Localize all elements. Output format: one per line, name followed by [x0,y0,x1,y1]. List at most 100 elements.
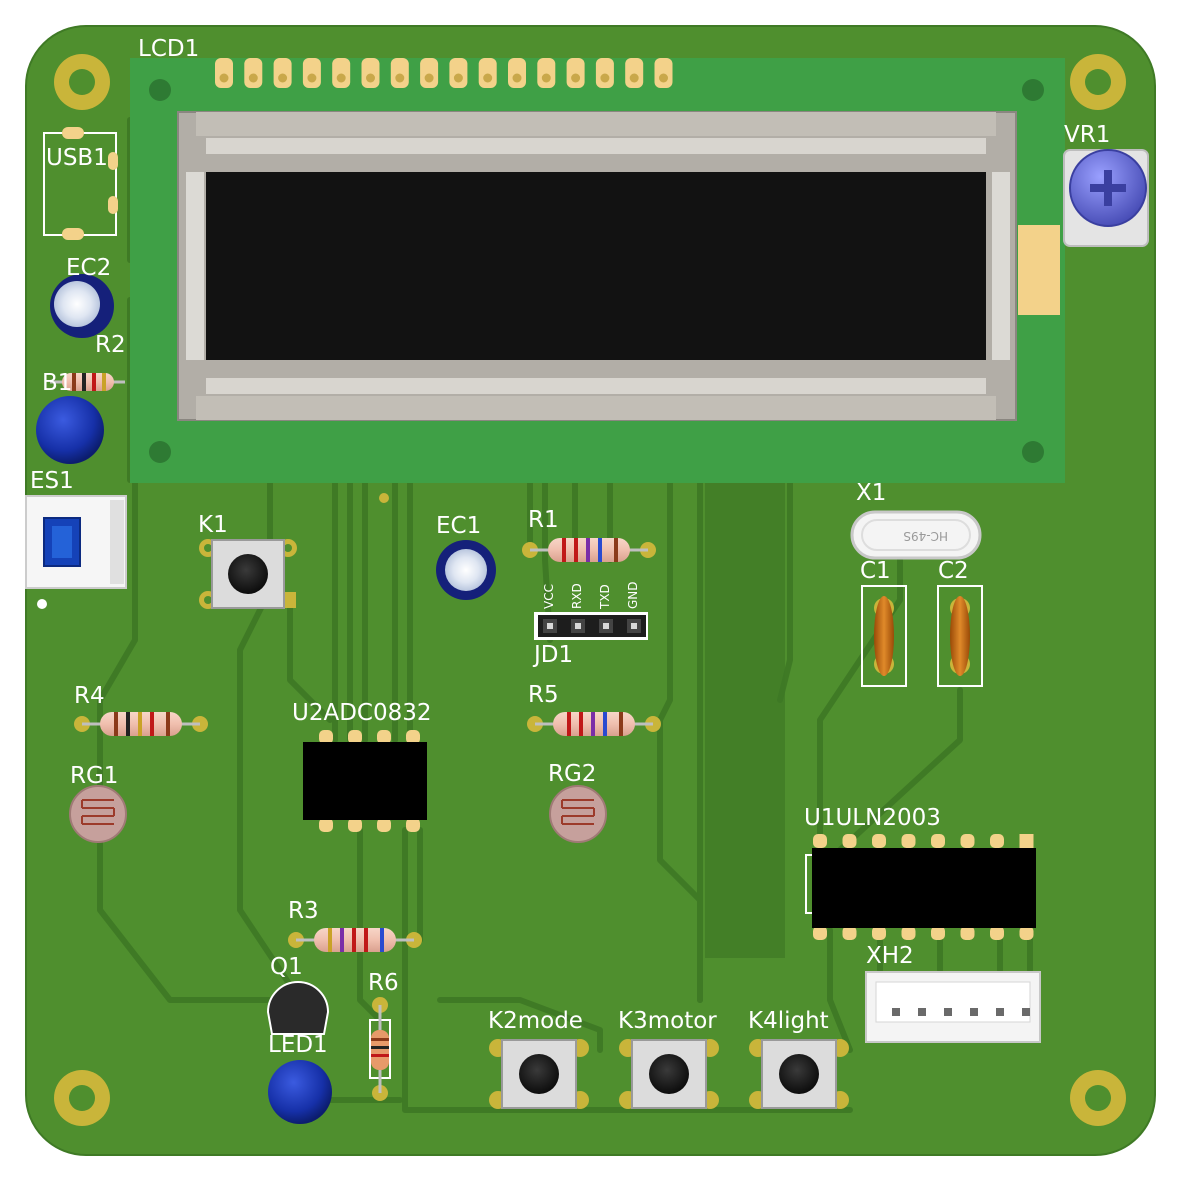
button-k3-motor[interactable]: K3motor [618,1008,719,1109]
header-jd1: VCC RXD TXD GND JD1 [532,581,648,668]
ec2-label: EC2 [66,255,111,281]
resistor-r6: R6 [368,970,399,1101]
u1-pin [931,834,945,848]
lcd-pin [537,58,556,88]
ec1-label: EC1 [436,513,481,539]
u1-pin [1019,926,1034,940]
capacitor-c2: C2 [937,558,983,687]
r4-label: R4 [74,683,105,709]
ic-u2-adc0832: U2ADC0832 [292,700,432,832]
resistor-r1: R1 [522,507,656,562]
k3-label: K3motor [618,1008,717,1034]
potentiometer-vr1: VR1 [1063,122,1149,247]
lcd-pin [215,58,233,88]
lcd-pin [244,58,263,88]
mounting-hole-top-right [1070,54,1126,110]
capacitor-ec2: EC2 [50,255,114,338]
transistor-q1: Q1 [266,954,330,1035]
u1-pin [1019,834,1034,848]
jd1-pin-vcc: VCC [542,584,556,609]
connector-xh2: XH2 [865,943,1041,1043]
crystal-marking: HC-49S [903,529,948,543]
usb-label: USB1 [46,145,108,171]
k1-label: K1 [198,512,228,538]
c1-label: C1 [860,558,891,584]
mounting-holes [54,54,1126,1126]
resistor-r2: R2 B1 [42,332,126,396]
button-k2-mode[interactable]: K2mode [488,1008,589,1109]
u1-pin [901,834,916,848]
photoresistor-rg1: RG1 [69,763,127,843]
u1-pin [813,834,827,848]
u2-pin [406,818,420,832]
rg2-label: RG2 [548,761,596,787]
usb-connector: USB1 [43,127,118,240]
c2-label: C2 [938,558,969,584]
lcd-pin [361,58,380,88]
r1-label: R1 [528,507,559,533]
q1-label: Q1 [270,954,303,980]
vr1-label: VR1 [1064,122,1110,148]
lcd-pin [595,58,614,88]
u1-pin [842,834,857,848]
u1-pin [960,926,975,940]
lcd-module: LCD1 [130,36,1065,483]
u2-pin [348,818,362,832]
u2-pin [377,818,391,832]
u2-pin [348,730,362,744]
jd1-pin-gnd: GND [626,581,640,609]
u1-pin [842,926,857,940]
ic-u1-uln2003: U1ULN2003 [804,805,1036,940]
u2-pin [406,730,420,744]
button-k4-light[interactable]: K4light [748,1008,849,1109]
lcd-header-pins [215,58,673,88]
u1-pin [813,926,827,940]
xh2-pin [996,1008,1004,1016]
r5-label: R5 [528,682,559,708]
lcd-pin [390,58,409,88]
x1-label: X1 [856,480,886,506]
mounting-hole-bottom-right [1070,1070,1126,1126]
lcd-pin [332,58,351,88]
capacitor-ec1: EC1 [379,493,496,600]
es1-label: ES1 [30,468,74,494]
led1-label: LED1 [268,1032,328,1058]
mounting-hole-bottom-left [54,1070,110,1126]
k2-label: K2mode [488,1008,583,1034]
u1-pin [960,834,975,848]
led-led1: LED1 [268,1032,332,1124]
xh2-pin [970,1008,978,1016]
crystal-x1: HC-49S X1 [850,480,982,560]
jd1-pin-txd: TXD [598,584,612,610]
mounting-hole-top-left [54,54,110,110]
lcd-pin [273,58,292,88]
resistor-r5: R5 [527,682,661,736]
button-k1[interactable]: K1 [198,512,297,609]
lcd-backlight-tab [1018,225,1060,315]
u2-pin [377,730,391,744]
buzzer-b1 [36,396,104,464]
lcd-pin [420,58,439,88]
lcd-pin [625,58,644,88]
u1-pin [990,926,1004,940]
rg1-label: RG1 [70,763,118,789]
resistor-r3: R3 [288,898,422,952]
copper-pour-strip [705,478,785,958]
u2-pin [319,818,333,832]
u1-pin [872,926,886,940]
u1-label: U1ULN2003 [804,805,941,831]
jd1-pin-rxd: RXD [570,583,584,609]
r3-label: R3 [288,898,319,924]
b1-label: B1 [42,370,72,396]
xh2-pin [918,1008,926,1016]
lcd-label: LCD1 [138,36,199,62]
xh2-pin [892,1008,900,1016]
lcd-pin [478,58,497,88]
r2-label: R2 [95,332,126,358]
k4-label: K4light [748,1008,829,1034]
xh2-pin [1022,1008,1030,1016]
u1-pin [931,926,945,940]
jd1-label: JD1 [532,642,573,668]
lcd-pin [654,58,673,88]
